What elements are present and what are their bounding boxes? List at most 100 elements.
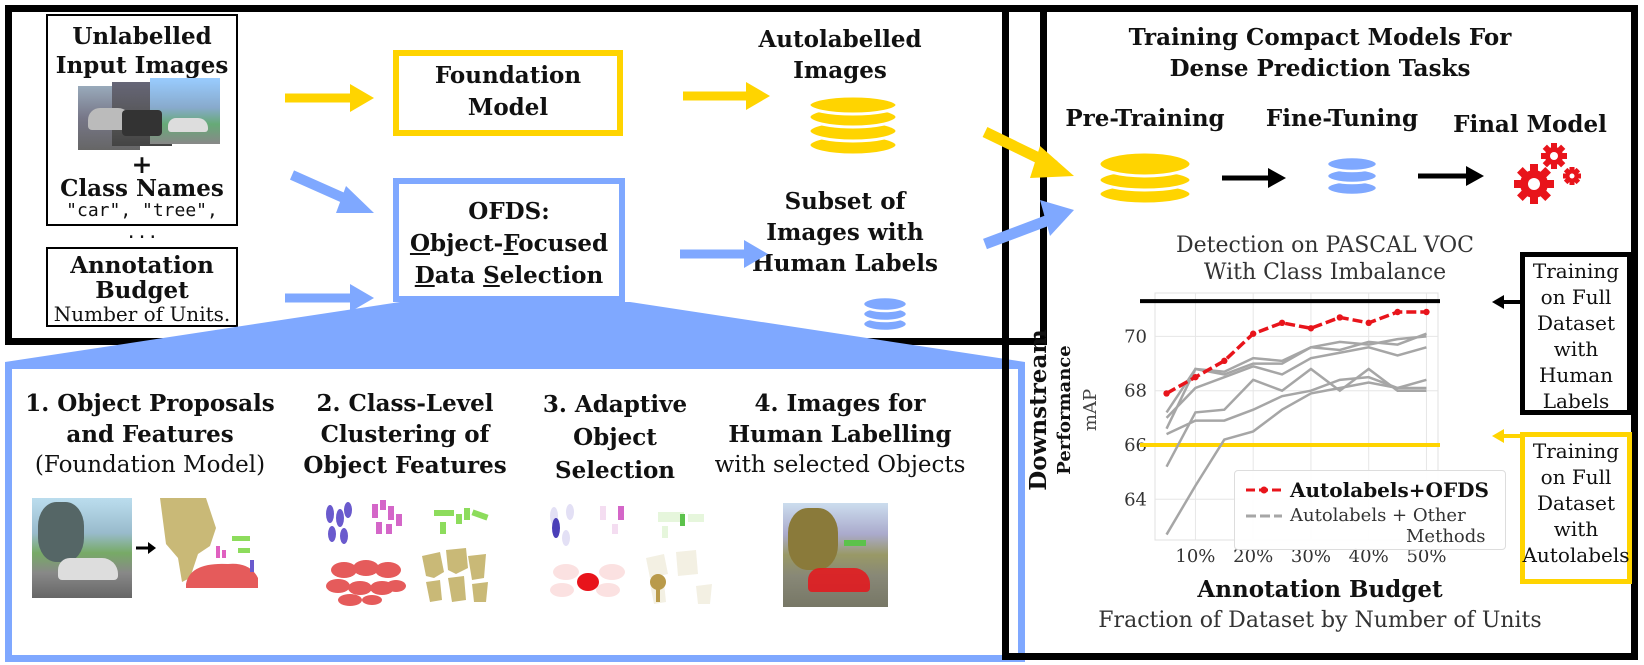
arrow-left-icon — [1492, 295, 1522, 309]
ofds-word-election: election — [499, 262, 604, 289]
ofds-line1: OFDS: — [468, 198, 550, 225]
ofds-letter-o: O — [409, 230, 430, 257]
side-human-line: Human — [1538, 363, 1614, 387]
step4-line1: 4. Images for — [754, 390, 926, 417]
step2-line1: 2. Class-Level — [316, 390, 494, 417]
final-model-label: Final Model — [1453, 111, 1607, 138]
stack-icon — [807, 95, 899, 157]
side-human-line: Training — [1532, 259, 1620, 283]
side-human-box — [1520, 252, 1632, 415]
legend-other-label: Autolabels + Other Methods — [1290, 505, 1486, 547]
input-images-box — [46, 14, 238, 226]
ofds-data-point — [1278, 319, 1286, 327]
arrow-left-icon — [1492, 429, 1522, 443]
top-arrows — [285, 82, 770, 312]
autolabelled-line1: Autolabelled — [758, 26, 922, 53]
legend-ofds-marker — [1246, 486, 1282, 494]
x-tick-label: 20% — [1233, 546, 1273, 567]
step4-label: 4. Images for Human Labelling with selec… — [710, 388, 970, 481]
side-arrows — [1492, 295, 1522, 443]
training-title: Training Compact Models For Dense Predic… — [1010, 22, 1630, 84]
foundation-model-label: Foundation Model — [393, 61, 623, 122]
other-method-series-line — [1166, 375, 1427, 436]
step3-line1: 3. Adaptive — [542, 391, 688, 418]
other-method-series-line — [1165, 346, 1427, 419]
finetuning-stack-icon — [1325, 155, 1379, 197]
ylabel-small: mAP — [1080, 388, 1101, 432]
y-tick-label: 70 — [1124, 326, 1147, 347]
ofds-data-point — [1249, 330, 1257, 337]
step1-photo-tree — [38, 502, 84, 562]
side-auto-line: Autolabels — [1522, 543, 1630, 567]
right-training-panel — [1002, 5, 1638, 660]
x-tick-label: 40% — [1349, 546, 1389, 567]
zoom-connector — [5, 302, 1025, 362]
autolabelled-label: Autolabelled Images — [740, 25, 940, 85]
ofds-data-point — [1394, 308, 1401, 316]
ofds-line3: Data Selection — [393, 260, 625, 292]
step4-photo-tree — [788, 508, 838, 570]
arrow-right-icon — [683, 82, 770, 110]
side-auto-line: Dataset — [1536, 491, 1616, 515]
foundation-line1: Foundation — [434, 62, 582, 89]
ylabel-mid: Performance — [1054, 345, 1075, 475]
side-human-line: Labels — [1542, 389, 1610, 413]
subset-label: Subset of Images with Human Labels — [735, 186, 955, 279]
x-axis-sublabel: Fraction of Dataset by Number of Units — [1098, 608, 1542, 633]
step1-label: 1. Object Proposals and Features (Founda… — [15, 388, 285, 481]
step1-line1: 1. Object Proposals — [25, 390, 275, 417]
subset-line1: Subset of — [784, 188, 906, 215]
other-method-series-line — [1165, 367, 1427, 468]
ofds-series-line — [1165, 310, 1427, 395]
x-tick-label: 50% — [1406, 546, 1446, 567]
arrow-right-icon — [983, 200, 1074, 250]
ofds-word-ocused: ocused — [518, 230, 609, 257]
side-auto-box — [1520, 432, 1632, 584]
legend-other-marker — [1246, 514, 1282, 518]
chart-title: Detection on PASCAL VOC With Class Imbal… — [1125, 232, 1525, 286]
input-title: Unlabelled Input Images — [46, 22, 238, 80]
legend-other-line2: Methods — [1406, 526, 1486, 547]
class-names-example: "car", "tree", ... — [66, 200, 218, 243]
arrow-right-icon — [1222, 168, 1286, 188]
subset-line3: Human Labels — [752, 250, 938, 277]
gear-icon — [1514, 143, 1581, 204]
side-auto-line: with — [1553, 517, 1599, 541]
ofds-letter-s: S — [483, 262, 500, 289]
autolabelled-line2: Images — [793, 57, 887, 84]
step3-label: 3. Adaptive Object Selection — [525, 388, 705, 487]
input-title-line2: Input Images — [55, 52, 229, 79]
ofds-line2: Object-Focused — [393, 228, 625, 260]
side-auto-line: on Full — [1540, 465, 1612, 489]
ofds-data-point — [1163, 390, 1170, 397]
chart-title-line1: Detection on PASCAL VOC — [1176, 233, 1474, 258]
arrow-right-icon — [289, 170, 374, 213]
ofds-data-point — [1365, 319, 1372, 327]
ofds-word-bject: bject- — [430, 230, 504, 257]
pretraining-stack-icon — [1097, 150, 1193, 206]
side-human-line: with — [1553, 337, 1599, 361]
y-tick-label: 66 — [1124, 435, 1147, 456]
class-names-label: Class Names — [60, 175, 224, 202]
x-tick-label: 30% — [1291, 546, 1331, 567]
arrow-right-icon — [285, 284, 374, 312]
step1-masks — [160, 498, 258, 588]
subset-line2: Images with — [766, 219, 924, 246]
step1-line2: and Features — [66, 421, 234, 448]
input-photo-truck — [122, 110, 162, 136]
step1-photo-car — [58, 558, 118, 580]
input-photo-car2 — [168, 118, 208, 132]
step1-line3: (Foundation Model) — [34, 452, 266, 478]
ofds-data-point — [1192, 373, 1199, 381]
foundation-line2: Model — [467, 94, 549, 121]
bottom-steps-panel — [5, 362, 1025, 662]
chart-title-line2: With Class Imbalance — [1203, 260, 1447, 285]
finetuning-label: Fine-Tuning — [1265, 105, 1419, 132]
ofds-letter-f: F — [503, 230, 519, 257]
input-photo-car — [88, 108, 132, 130]
input-title-line1: Unlabelled — [72, 23, 212, 50]
step2-clusters — [326, 500, 489, 606]
